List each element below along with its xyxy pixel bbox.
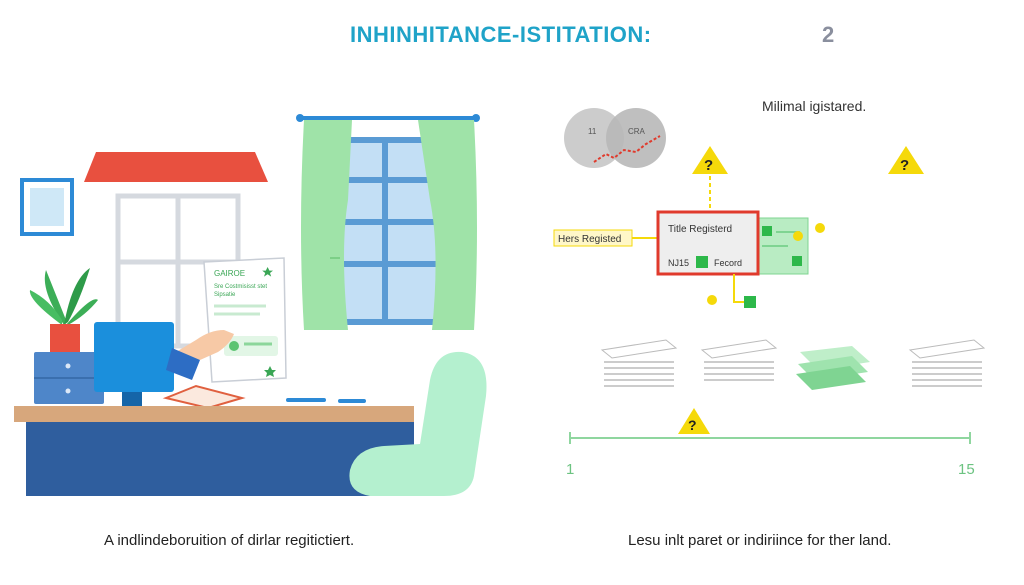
warning-icon: ?	[678, 408, 710, 434]
hand-arm	[166, 330, 234, 380]
record-status-icon	[696, 256, 708, 268]
document-heading: GAIROE	[214, 269, 245, 278]
document-line-2: Sipsatie	[214, 292, 236, 298]
computer-monitor	[94, 322, 174, 406]
record-status: Fecord	[714, 258, 742, 268]
desk-pen-2	[338, 399, 366, 403]
diagram-top-label: Milimal igistared.	[762, 98, 867, 114]
page-number: 2	[822, 22, 835, 47]
timeline-start-label: 1	[566, 461, 574, 478]
desk	[14, 406, 414, 496]
timeline-end-label: 15	[958, 461, 975, 478]
document-stack	[908, 339, 986, 387]
held-document: GAIROE Sre Costmisisst stet Sipsatie	[203, 257, 287, 383]
svg-text:?: ?	[688, 417, 697, 433]
document-line-1: Sre Costmisisst stet	[214, 284, 267, 290]
venn-circle-left	[564, 108, 624, 168]
document-stack	[600, 339, 678, 387]
check-badge-icon	[707, 295, 717, 305]
callout-label: Hers Registed	[558, 234, 621, 245]
check-badge-icon	[815, 223, 825, 233]
desk-pen-1	[286, 398, 326, 402]
svg-text:?: ?	[900, 157, 909, 174]
right-caption: Lesu inlt paret or indiriince for ther l…	[628, 532, 892, 549]
office-scene: GAIROE Sre Costmisisst stet Sipsatie	[14, 114, 487, 496]
red-awning	[84, 152, 268, 182]
document-stack-green	[796, 346, 870, 390]
svg-text:?: ?	[704, 157, 713, 174]
record-title: Title Registerd	[668, 224, 732, 235]
curtain-right	[418, 120, 477, 330]
venn-right-label: CRA	[628, 127, 646, 136]
check-badge-icon	[793, 231, 803, 241]
document-stack	[700, 339, 778, 381]
desk-notebook	[162, 384, 246, 410]
curtain-left	[301, 120, 352, 330]
office-chair	[349, 351, 487, 496]
registration-diagram: 11 CRA ? ? ? Hers Registed Title Regist	[553, 108, 986, 478]
page-title: INHINHITANCE-ISTITATION:	[350, 22, 652, 47]
drawer-cabinet	[34, 352, 104, 404]
venn-left-label: 11	[588, 127, 597, 136]
record-code: NJ15	[668, 258, 689, 268]
venn-trend-line	[593, 135, 661, 163]
potted-plant	[29, 268, 98, 354]
venn-circle-right	[606, 108, 666, 168]
connector-line	[733, 274, 744, 303]
green-marker	[744, 296, 756, 308]
warning-icon: ?	[888, 146, 924, 174]
warning-icon: ?	[692, 146, 728, 174]
left-caption: A indlindeboruition of dirlar regitictie…	[104, 532, 355, 549]
